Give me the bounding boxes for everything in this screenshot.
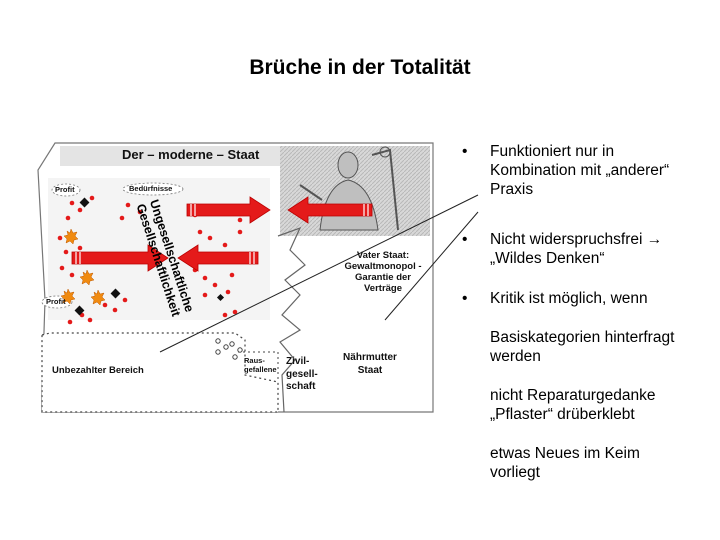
arrow-tail-stripes [75,204,369,264]
bullet-3-line1: Kritik ist möglich, wenn [490,290,648,307]
bullet-item-2: • Nicht widerspruchsfrei → „Wildes Denke… [462,230,717,268]
father-state-line1: Vater Staat: [356,250,410,261]
civil-society-line2: gesell- [286,368,318,380]
sub-1-line1: Basiskategorien hinterfragt [490,329,675,346]
sub-item-1: Basiskategorien hinterfragt werden [462,328,717,366]
sub-1-line2: werden [490,348,541,365]
civil-society-line1: Zivil- [286,356,310,367]
bullet-1-line2: Kombination mit „anderer“ [490,162,670,179]
connector-line-1 [159,194,479,353]
arrow-right-upper [186,196,271,224]
sub-3-line1: etwas Neues im Keim [490,445,640,462]
civil-society-label: Zivil- gesell- schaft [286,356,318,394]
dropout-label: Raus- gefallene [244,356,277,374]
bullet-2-line2: „Wildes Denken“ [490,250,605,267]
red-arrows [71,196,373,272]
state-zigzag-border [277,226,306,413]
needs-label: Bedürfnisse [129,184,173,193]
unpaid-area-label: Unbezahlter Bereich [52,365,144,376]
nurturing-state-label: Nährmutter Staat [338,352,402,377]
profit-bottom-label: Profit [46,297,66,306]
father-state-line2: Gewaltmonopol - [344,261,422,272]
profit-top-oval [51,183,81,197]
bullet-2-line1: Nicht widerspruchsfrei → [490,231,663,248]
father-state-label: Vater Staat: Gewaltmonopol - Garantie de… [334,250,432,294]
diagram-header: Der – moderne – Staat [122,147,260,162]
nurturing-state-line1: Nährmutter [343,352,397,363]
sub-2-line1: nicht Reparaturgedanke [490,387,656,404]
sub-item-3: etwas Neues im Keim vorliegt [462,444,717,482]
civil-society-line3: schaft [286,381,316,392]
father-state-line3: Garantie der [355,272,411,283]
father-state-line4: Verträge [363,283,403,294]
bullet-item-3: • Kritik ist möglich, wenn [462,289,717,308]
sub-3-line2: vorliegt [490,464,540,481]
bullet-marker: • [462,231,468,248]
needs-oval [122,182,184,196]
bullet-1-line1: Funktioniert nur in [490,143,615,160]
dropout-circles [215,338,243,360]
bullet-marker: • [462,290,468,307]
arrow-left-lower [177,244,259,272]
profit-top-label: Profit [55,185,75,194]
bullet-1-line3: Praxis [490,181,534,198]
bullet-list: • Funktioniert nur in Kombination mit „a… [462,142,717,482]
bullet-marker: • [462,143,468,160]
sub-2-line2: „Pflaster“ drüberklebt [490,406,635,423]
sub-item-2: nicht Reparaturgedanke „Pflaster“ drüber… [462,386,717,424]
dropout-region-border [238,351,279,380]
connector-line-2 [384,211,479,321]
arrow-right-lower [71,244,169,272]
slide-title: Brüche in der Totalität [249,56,471,79]
dropout-line1: Raus- [244,356,265,365]
nurturing-state-line2: Staat [357,364,383,376]
dropout-line2: gefallene [244,365,277,374]
orange-starbursts [60,228,106,306]
bullet-item-1: • Funktioniert nur in Kombination mit „a… [462,142,717,199]
arrow-left-upper [287,196,373,224]
